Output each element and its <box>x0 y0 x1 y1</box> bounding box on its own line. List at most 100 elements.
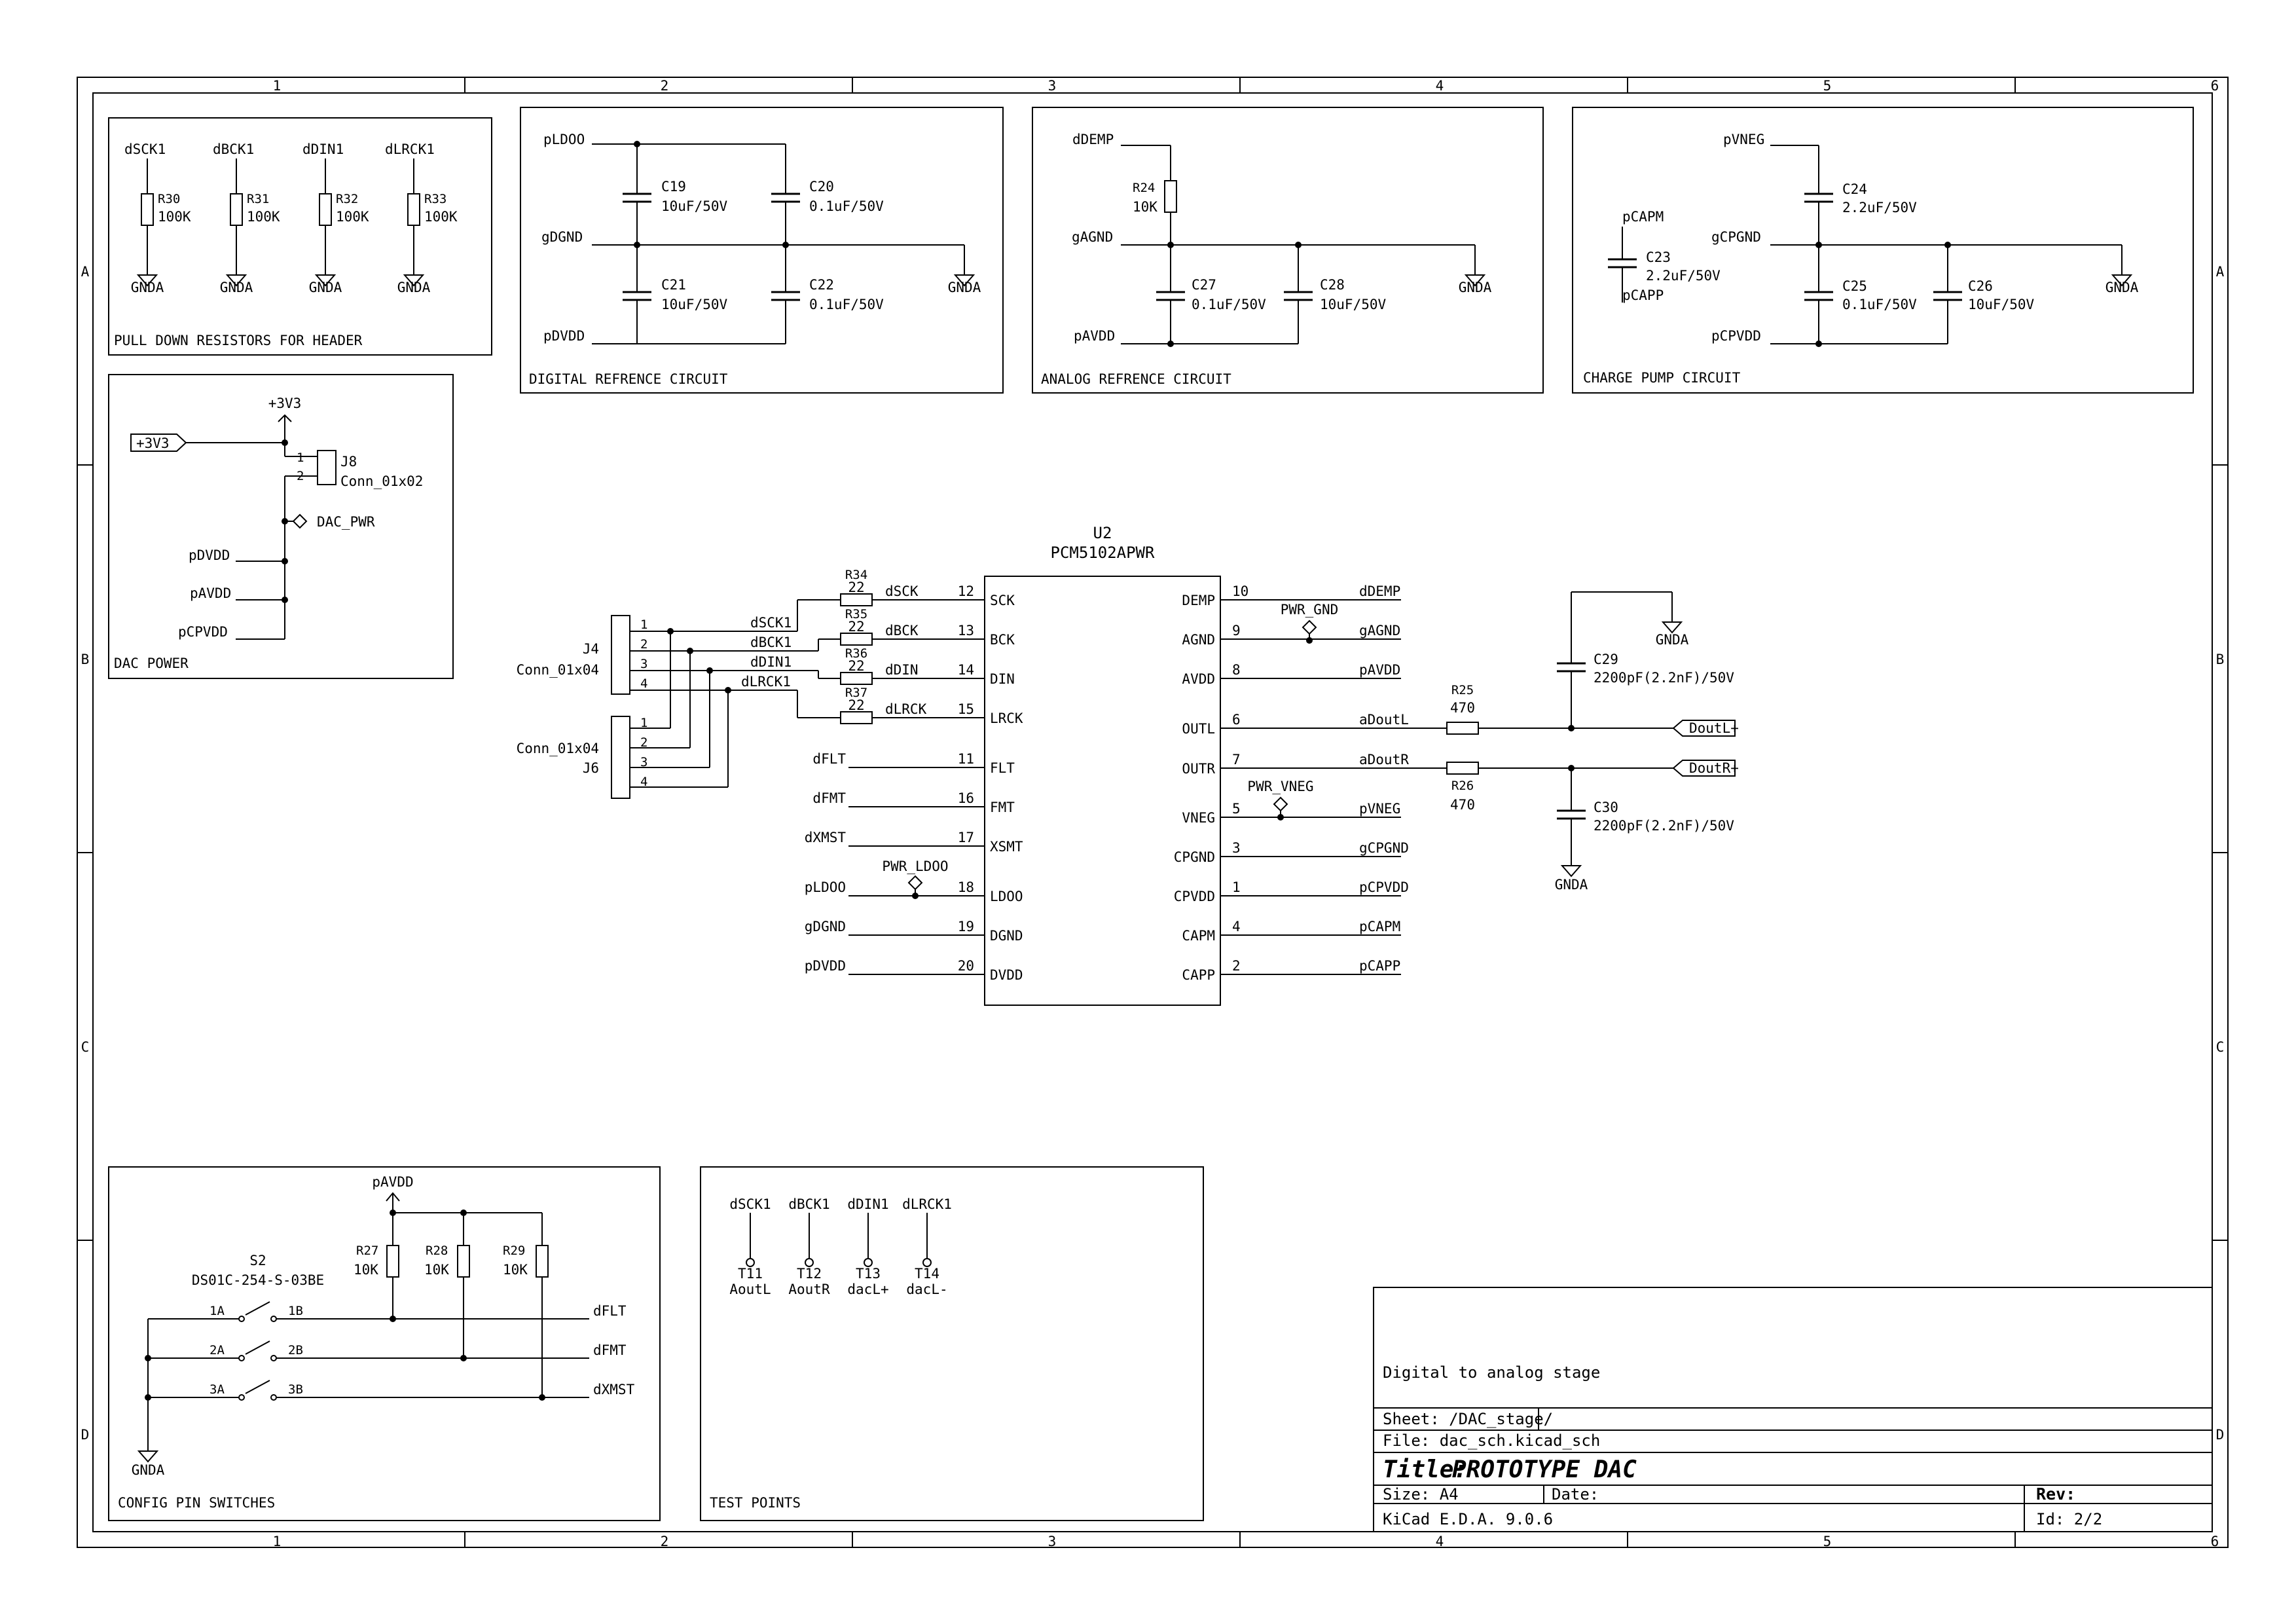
charge-pump-block: CHARGE PUMP CIRCUIT pVNEG gCPGND pCPVDD … <box>1572 107 2194 394</box>
cap-value: 10uF/50V <box>1968 297 2035 312</box>
ic-pin-number: 17 <box>958 830 974 845</box>
title-block-sheet: Sheet: /DAC_stage/ <box>1383 1410 1553 1428</box>
testpoints-title: TEST POINTS <box>710 1495 801 1511</box>
ic-pin-number: 18 <box>958 879 974 895</box>
ic-pin-number: 6 <box>1232 712 1241 728</box>
resistor-ref: R33 <box>424 192 446 206</box>
charge-pump-title: CHARGE PUMP CIRCUIT <box>1583 370 1741 386</box>
ic-ref: U2 <box>1093 524 1112 542</box>
cap-ref: C29 <box>1594 652 1618 667</box>
switch-pin: 3B <box>288 1382 303 1397</box>
ic-pin-number: 20 <box>958 958 974 974</box>
net-label: pDVDD <box>543 328 585 344</box>
switch-pin: 3A <box>210 1382 225 1397</box>
pulldown-block: PULL DOWN RESISTORS FOR HEADER dSCK1 R30… <box>108 117 492 356</box>
ic-pin-name: CAPP <box>1182 967 1215 983</box>
title-block-comment: Digital to analog stage <box>1383 1363 1600 1382</box>
net-label: gAGND <box>1072 229 1113 245</box>
ic-pin-name: LDOO <box>990 889 1023 904</box>
resistor-ref: R34 <box>845 568 867 582</box>
col-label-bot-2: 2 <box>661 1534 669 1549</box>
ic-pin-number: 14 <box>958 662 974 678</box>
power-rail-label: +3V3 <box>268 396 302 411</box>
pin-number: 2 <box>640 735 647 750</box>
cap-value: 0.1uF/50V <box>1842 297 1917 312</box>
ic-pin-number: 7 <box>1232 752 1241 767</box>
ic-pin-name: AGND <box>1182 632 1215 648</box>
power-flag-label: DAC_PWR <box>317 514 375 530</box>
ic-pin-name: CAPM <box>1182 928 1215 944</box>
ic-pin-name: CPGND <box>1174 849 1215 865</box>
ic-pin-name: DEMP <box>1182 593 1215 608</box>
resistor-value: 10K <box>1133 199 1157 215</box>
title-block: Digital to analog stage Sheet: /DAC_stag… <box>1373 1287 2213 1532</box>
ic-pin-number: 4 <box>1232 919 1241 934</box>
pin-number: 4 <box>640 676 647 691</box>
ic-pin-name: LRCK <box>990 710 1023 726</box>
net-label: pCAPM <box>1622 209 1664 225</box>
col-label-top-4: 4 <box>1436 78 1444 94</box>
net-label: dLRCK1 <box>741 674 791 690</box>
net-label: pAVDD <box>190 585 231 601</box>
net-label: pCPVDD <box>178 624 228 640</box>
ground-label: GNDA <box>948 280 981 295</box>
analog-ref-title: ANALOG REFRENCE CIRCUIT <box>1041 371 1231 387</box>
ground-label: GNDA <box>132 1462 165 1478</box>
net-label: pAVDD <box>1074 328 1115 344</box>
col-label-bot-6: 6 <box>2211 1534 2219 1549</box>
ic-pin-name: SCK <box>990 593 1015 608</box>
switch-pin: 1B <box>288 1304 303 1318</box>
connector-value: Conn_01x02 <box>340 473 423 489</box>
ic-net-label: gDGND <box>805 919 846 934</box>
resistor-value: 10K <box>503 1262 528 1278</box>
ic-net-label: pCAPM <box>1359 919 1400 934</box>
row-label-right-A: A <box>2216 264 2225 280</box>
output-port-label: DoutR+ <box>1689 760 1739 776</box>
ic-pin-number: 12 <box>958 583 974 599</box>
ground-label: GNDA <box>309 280 342 295</box>
ic-pin-number: 16 <box>958 790 974 806</box>
ic-net-label: dDIN <box>885 662 919 678</box>
col-label-top-5: 5 <box>1823 78 1832 94</box>
net-label: dBCK1 <box>213 141 254 157</box>
resistor-value: 22 <box>848 580 864 595</box>
pin-number: 4 <box>640 775 647 789</box>
config-title: CONFIG PIN SWITCHES <box>118 1495 275 1511</box>
ic-net-label: gCPGND <box>1359 840 1409 856</box>
cap-ref: C22 <box>809 277 834 293</box>
ic-net-label: pAVDD <box>1359 662 1400 678</box>
net-label: dFMT <box>593 1342 627 1358</box>
title-block-file: File: dac_sch.kicad_sch <box>1383 1431 1600 1450</box>
cap-value: 10uF/50V <box>661 198 728 214</box>
switch-pin: 2B <box>288 1343 303 1357</box>
col-label-bot-3: 3 <box>1048 1534 1057 1549</box>
row-label-left-C: C <box>81 1039 90 1055</box>
resistor-ref: R26 <box>1451 779 1474 793</box>
ic-part: PCM5102APWR <box>1051 544 1155 562</box>
cap-ref: C25 <box>1842 278 1867 294</box>
title-block-title: PROTOTYPE DAC <box>1452 1456 1637 1483</box>
power-flag-label: PWR_VNEG <box>1247 779 1313 794</box>
net-label: gCPGND <box>1711 229 1761 245</box>
resistor-value: 22 <box>848 697 864 713</box>
net-label: dBCK1 <box>788 1196 829 1212</box>
cap-ref: C27 <box>1192 277 1216 293</box>
testpoint-value: AoutL <box>729 1282 771 1297</box>
pin-number: 1 <box>640 716 647 730</box>
output-port-label: DoutL+ <box>1689 720 1739 736</box>
pin-number: 1 <box>640 618 647 632</box>
cap-value: 2.2uF/50V <box>1646 268 1721 284</box>
row-label-right-D: D <box>2216 1427 2225 1443</box>
ground-label: GNDA <box>1555 877 1588 893</box>
ic-pin-name: OUTL <box>1182 721 1215 737</box>
ic-net-label: pCAPP <box>1359 958 1400 974</box>
ic-pin-name: XSMT <box>990 839 1023 855</box>
ic-net-label: dFLT <box>812 751 846 767</box>
cap-ref: C23 <box>1646 249 1671 265</box>
ic-pin-name: OUTR <box>1182 761 1215 777</box>
resistor-value: 100K <box>336 209 369 225</box>
resistor-ref: R35 <box>845 607 867 621</box>
pin-number: 2 <box>640 637 647 652</box>
resistor-ref: R28 <box>426 1244 448 1258</box>
resistor-value: 470 <box>1450 797 1475 813</box>
